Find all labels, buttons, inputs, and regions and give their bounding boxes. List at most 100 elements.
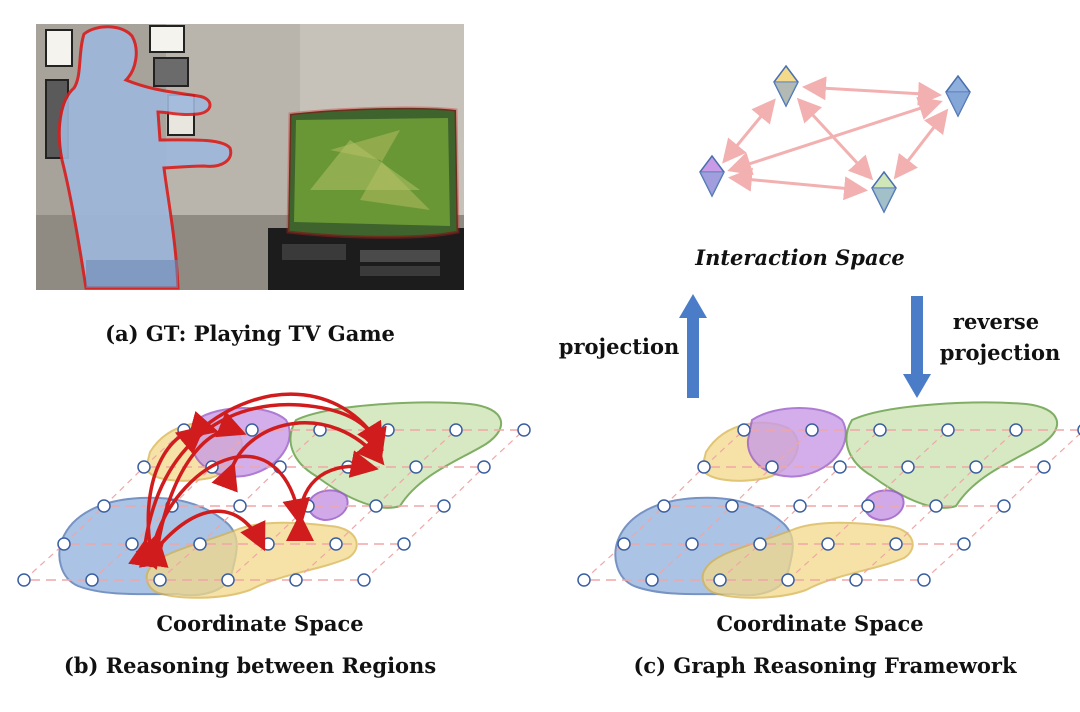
grid-line <box>855 543 897 581</box>
grid-line <box>907 429 949 468</box>
grid-node <box>941 423 955 437</box>
grid-line <box>443 466 485 507</box>
grid-node <box>781 573 795 587</box>
projection-arrow <box>679 294 707 398</box>
grid-node <box>97 499 111 513</box>
reverse-label-line2: projection <box>939 340 1061 365</box>
grid-line <box>923 543 965 581</box>
grid-line <box>663 466 705 507</box>
grid-node <box>1037 460 1051 474</box>
grid-node <box>477 460 491 474</box>
grid-line <box>895 505 937 545</box>
grid-node <box>289 573 303 587</box>
grid-node <box>765 460 779 474</box>
interaction-edge <box>893 108 949 180</box>
grid-line <box>827 505 869 545</box>
person-region <box>57 25 233 290</box>
grid-line <box>1003 466 1045 507</box>
grid-node <box>873 423 887 437</box>
reverse-label-line1: reverse <box>952 309 1040 334</box>
grid-node <box>369 499 383 513</box>
grid-node <box>329 537 343 551</box>
grid-line <box>363 543 405 581</box>
grid-node <box>57 537 71 551</box>
interaction-node-shade <box>946 92 970 116</box>
grid-node <box>17 573 31 587</box>
grid-line <box>583 543 625 581</box>
grid-node <box>397 537 411 551</box>
grid-node <box>193 537 207 551</box>
grid-node <box>969 460 983 474</box>
grid-line <box>963 505 1005 545</box>
reasoning-arrow <box>174 392 384 455</box>
coordinate-space-label-c: Coordinate Space <box>716 611 924 636</box>
regions-c <box>614 401 1059 599</box>
grid-line <box>91 543 133 581</box>
projection-label: projection <box>558 334 680 359</box>
grid-line <box>651 543 693 581</box>
grid-node <box>737 423 751 437</box>
interaction-node-shade <box>700 172 724 196</box>
grid-node <box>245 423 259 437</box>
grid-node <box>713 573 727 587</box>
grid-line <box>935 466 977 507</box>
grid-node <box>409 460 423 474</box>
grid-node <box>725 499 739 513</box>
grid-node <box>861 499 875 513</box>
grid-line <box>771 429 813 468</box>
grid-node <box>1009 423 1023 437</box>
grid-line <box>703 429 745 468</box>
interaction-space-graph <box>699 64 971 214</box>
grid-node <box>617 537 631 551</box>
grid-line <box>839 429 881 468</box>
grid-node <box>85 573 99 587</box>
coordinate-space-c <box>577 401 1080 599</box>
regions-b <box>58 401 503 599</box>
grid-node <box>233 499 247 513</box>
grid-line <box>403 505 445 545</box>
interaction-space-label: Interaction Space <box>695 245 905 270</box>
photo-scene <box>36 24 464 290</box>
grid-line <box>787 543 829 581</box>
grid-node <box>657 499 671 513</box>
grid-line <box>719 543 761 581</box>
grid-node <box>849 573 863 587</box>
grid-node <box>357 573 371 587</box>
caption-b: (b) Reasoning between Regions <box>63 653 437 678</box>
caption-c: (c) Graph Reasoning Framework <box>633 653 1017 678</box>
reasoning-arrow <box>135 509 266 570</box>
reasoning-arrow <box>285 450 379 542</box>
grid-node <box>917 573 931 587</box>
grid-node <box>889 537 903 551</box>
caption-a: (a) GT: Playing TV Game <box>105 321 395 346</box>
interaction-edge <box>801 76 943 106</box>
coordinate-space-b <box>17 392 531 599</box>
grid-node <box>685 537 699 551</box>
grid-node <box>697 460 711 474</box>
tv-stand <box>268 228 464 290</box>
grid-line <box>415 429 457 468</box>
grid-node <box>437 499 451 513</box>
grid-line <box>1043 432 1080 468</box>
grid-line <box>731 466 773 507</box>
reasoning-arrows <box>128 392 387 570</box>
grid-line <box>623 505 665 545</box>
tv-region <box>286 106 460 239</box>
grid-line <box>483 429 525 468</box>
grid-node <box>261 537 275 551</box>
grid-node <box>517 423 531 437</box>
grid-node <box>449 423 463 437</box>
interaction-node-shade <box>774 82 798 106</box>
grid-line <box>867 466 909 507</box>
grid-node <box>793 499 807 513</box>
interaction-edge <box>727 167 869 201</box>
grid-node <box>577 573 591 587</box>
grid-node <box>805 423 819 437</box>
interaction-edge <box>796 97 874 181</box>
grid-node <box>833 460 847 474</box>
reverse-projection-arrow <box>903 296 931 398</box>
grid-node <box>901 460 915 474</box>
grid-node <box>821 537 835 551</box>
